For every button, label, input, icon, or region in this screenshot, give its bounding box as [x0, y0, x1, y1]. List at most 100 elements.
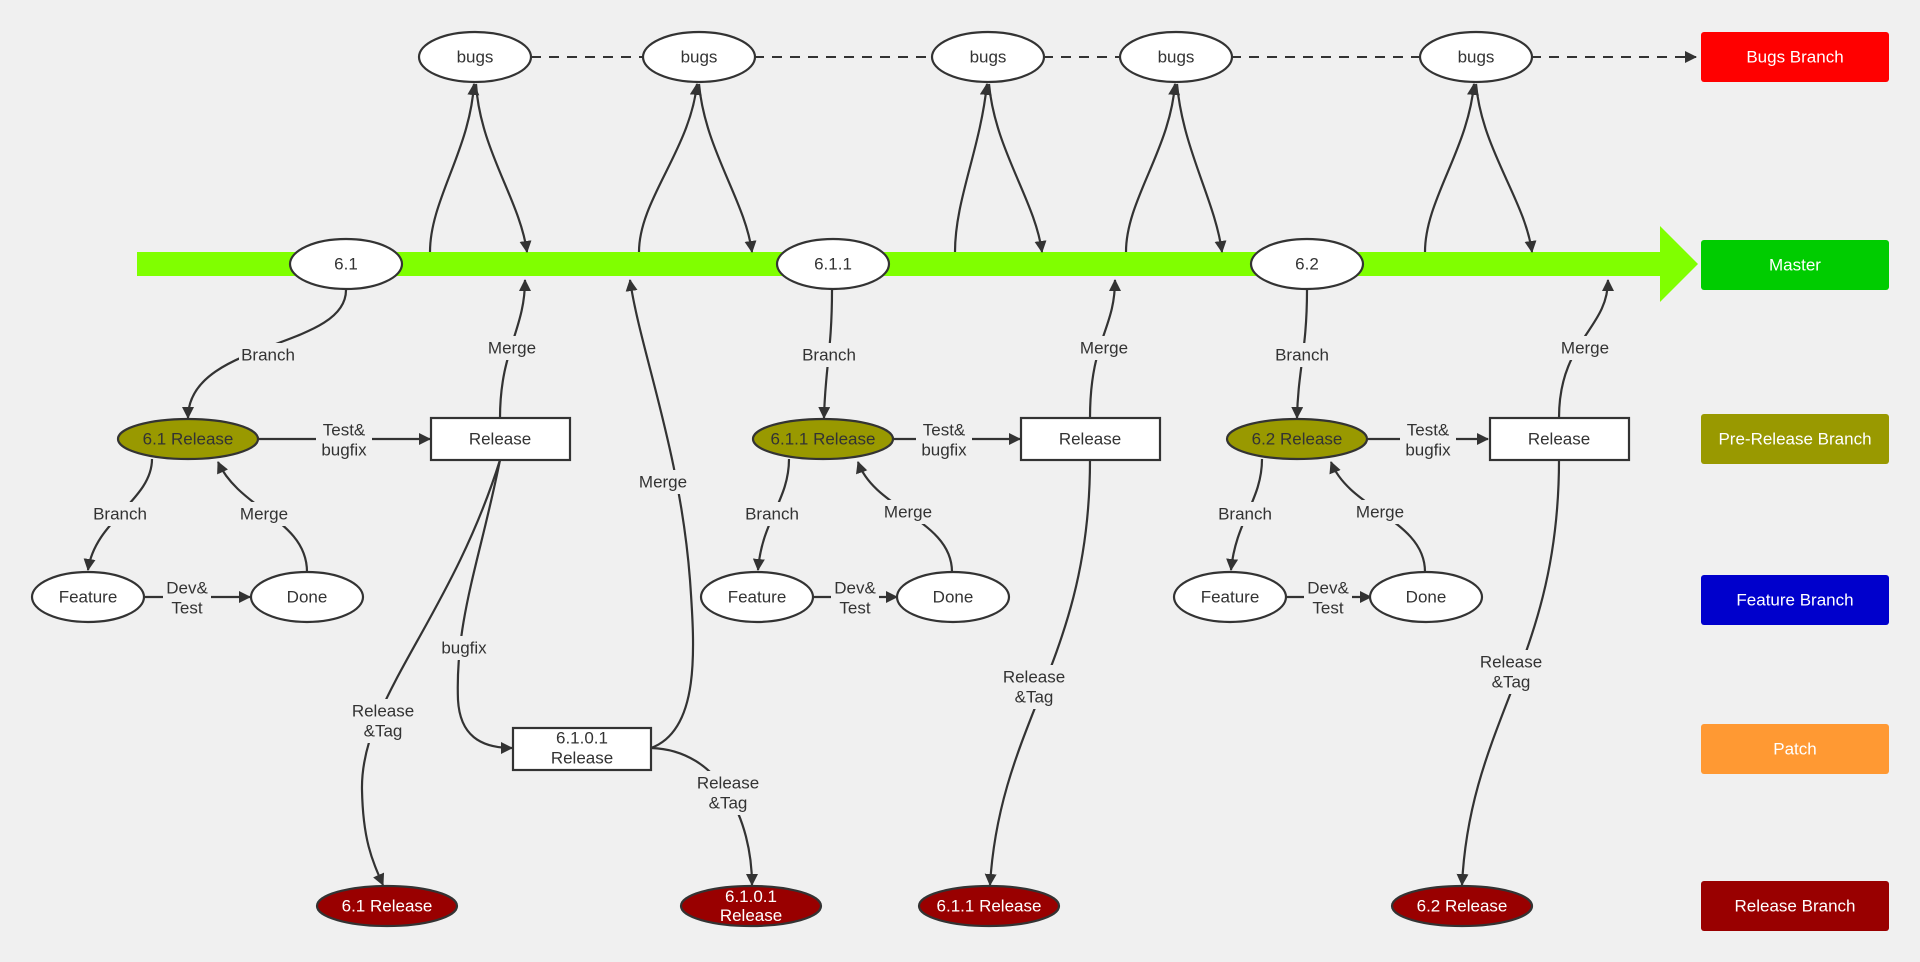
bugs-node-1-label: bugs [457, 47, 494, 66]
legend-item-patch: Patch [1701, 724, 1889, 774]
release-node-62 [1390, 884, 1534, 928]
edge-label-merge-61: Merge [488, 338, 536, 357]
edge-label-fmerge-61: Merge [240, 504, 288, 523]
edge-master-to-bugs-4 [1124, 83, 1181, 253]
edge-master-to-bugs-5 [1423, 83, 1479, 253]
feature-node-61 [30, 570, 146, 624]
legend-swatch [1701, 724, 1889, 774]
feature-node-611-label: Feature [728, 587, 787, 606]
pre-release-node-62-label: 6.2 Release [1252, 429, 1343, 448]
bugs-node-4-label: bugs [1158, 47, 1195, 66]
edge-label-reltag-61: Release&Tag [352, 701, 414, 740]
edge-label-test-611: Test&bugfix [921, 420, 967, 459]
edge-label-merge-62: Merge [1561, 338, 1609, 357]
edge-bugs-1-to-master [474, 83, 532, 253]
edge-bugs-5-to-master [1474, 83, 1537, 253]
master-node-611 [775, 237, 891, 291]
done-node-611 [895, 570, 1011, 624]
edge-bugfix-patch [456, 459, 513, 754]
edge-label-reltag-6101: Release&Tag [697, 773, 759, 812]
done-node-62-label: Done [1406, 587, 1447, 606]
edge-label-fbranch-62: Branch [1218, 504, 1272, 523]
bugs-node-1 [417, 30, 533, 84]
edge-bugs-2-to-master [697, 83, 757, 253]
master-node-611-label: 6.1.1 [814, 254, 852, 273]
edge-label-branch-62: Branch [1275, 345, 1329, 364]
edge-label-bugfix-patch: bugfix [441, 638, 487, 657]
legend-item-master: Master [1701, 240, 1889, 290]
feature-node-611 [699, 570, 815, 624]
done-node-611-label: Done [933, 587, 974, 606]
edge-label-reltag-62: Release&Tag [1480, 652, 1542, 691]
master-node-61 [288, 237, 404, 291]
legend-swatch [1701, 575, 1889, 625]
done-node-62 [1368, 570, 1484, 624]
edge-master-to-bugs-1 [428, 83, 480, 253]
edge-master-to-bugs-2 [637, 83, 702, 253]
bugs-node-5-label: bugs [1458, 47, 1495, 66]
bugs-node-3 [930, 30, 1046, 84]
edge-label-merge-611: Merge [1080, 338, 1128, 357]
release-box-61-label: Release [469, 429, 531, 448]
legend-label: Bugs Branch [1746, 47, 1843, 66]
release-node-611 [917, 884, 1061, 928]
edge-label-test-62: Test&bugfix [1405, 420, 1451, 459]
edge-bugs-3-to-master [987, 83, 1047, 253]
release-box-61 [429, 416, 572, 462]
bugs-node-5 [1418, 30, 1534, 84]
master-node-61-label: 6.1 [334, 254, 358, 273]
master-branch-arrow [137, 226, 1698, 302]
edge-master-to-bugs-3 [953, 83, 992, 253]
pre-release-node-61-label: 6.1 Release [143, 429, 234, 448]
master-node-62-label: 6.2 [1295, 254, 1319, 273]
bugs-node-4 [1118, 30, 1234, 84]
release-node-61 [315, 884, 459, 928]
edge-reltag-61 [360, 459, 502, 886]
done-node-61-label: Done [287, 587, 328, 606]
legend-item-bugs-branch: Bugs Branch [1701, 32, 1889, 82]
edge-label-test-61: Test&bugfix [321, 420, 367, 459]
edge-label-reltag-611: Release&Tag [1003, 667, 1065, 706]
edge-reltag-6101 [650, 746, 758, 886]
pre-release-node-61 [116, 417, 260, 461]
legend-swatch [1701, 881, 1889, 931]
bugs-node-3-label: bugs [970, 47, 1007, 66]
legend-swatch [1701, 414, 1889, 464]
edge-label-fmerge-62: Merge [1356, 502, 1404, 521]
edge-label-fbranch-61: Branch [93, 504, 147, 523]
edge-label-dev-61: Dev&Test [166, 578, 208, 617]
release-node-611-label: 6.1.1 Release [937, 896, 1042, 915]
pre-release-node-611 [751, 417, 895, 461]
legend-item-feature-branch: Feature Branch [1701, 575, 1889, 625]
release-node-6101 [679, 884, 823, 928]
legend-item-pre-release-branch: Pre-Release Branch [1701, 414, 1889, 464]
edge-label-dev-62: Dev&Test [1307, 578, 1349, 617]
feature-node-62-label: Feature [1201, 587, 1260, 606]
release-box-62-label: Release [1528, 429, 1590, 448]
edge-label-dev-611: Dev&Test [834, 578, 876, 617]
pre-release-node-611-label: 6.1.1 Release [771, 429, 876, 448]
patch-box-6101 [511, 726, 653, 772]
legend-label: Patch [1773, 739, 1816, 758]
edge-bugs-4-to-master [1175, 83, 1227, 253]
bugs-node-2-label: bugs [681, 47, 718, 66]
legend-swatch [1701, 240, 1889, 290]
master-node-62 [1249, 237, 1365, 291]
feature-node-62 [1172, 570, 1288, 624]
legend-item-release-branch: Release Branch [1701, 881, 1889, 931]
edge-label-branch-61: Branch [241, 345, 295, 364]
bugs-node-2 [641, 30, 757, 84]
edge-label-fmerge-611: Merge [884, 502, 932, 521]
edge-label-branch-611: Branch [802, 345, 856, 364]
release-box-62 [1488, 416, 1631, 462]
release-box-611 [1019, 416, 1162, 462]
legend-swatch [1701, 32, 1889, 82]
release-node-61-label: 6.1 Release [342, 896, 433, 915]
legend-label: Feature Branch [1736, 590, 1853, 609]
pre-release-node-62 [1225, 417, 1369, 461]
legend-label: Release Branch [1735, 896, 1856, 915]
edge-merge-patch [625, 279, 695, 750]
